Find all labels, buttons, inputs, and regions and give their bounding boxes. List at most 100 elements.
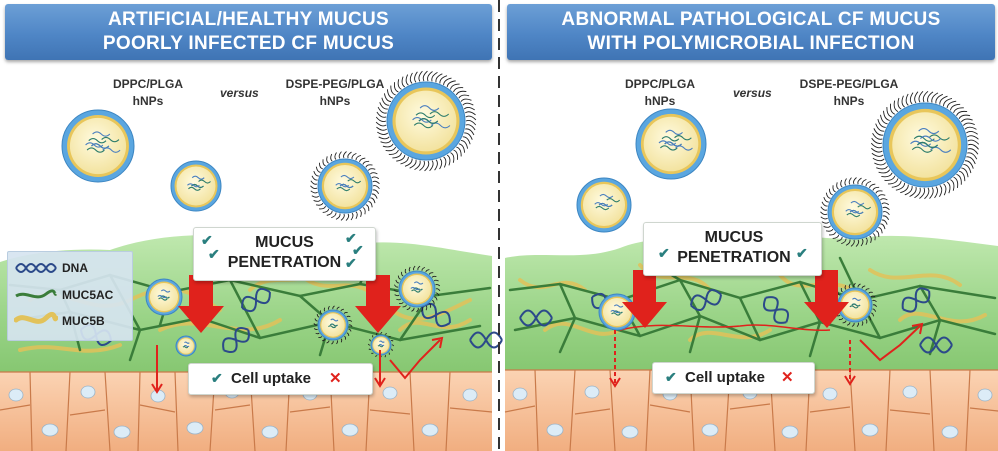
right-dspe-np-mucus	[832, 282, 878, 327]
left-dspe-np-mucus-2	[393, 265, 441, 313]
polymer-chain	[595, 205, 610, 211]
polymer-chain	[336, 186, 351, 192]
peg-chain	[310, 185, 318, 190]
peg-chain	[319, 205, 326, 210]
cross-icon: ✕	[781, 369, 794, 386]
peg-chain	[416, 307, 419, 313]
peg-chain	[408, 266, 411, 272]
right-penetration-callout: ✔ ✔ MUCUS PENETRATION	[643, 222, 822, 276]
check-icon: ✔	[658, 245, 670, 261]
peg-chain	[935, 93, 944, 104]
polymer-chain	[920, 135, 941, 142]
peg-chain	[439, 75, 448, 84]
peg-chain	[343, 151, 347, 159]
peg-chain	[406, 306, 411, 311]
peg-chain	[359, 209, 362, 217]
peg-chain	[460, 98, 472, 102]
peg-chain	[311, 195, 320, 198]
peg-chain	[379, 102, 388, 110]
peg-chain	[924, 187, 930, 200]
peg-chain	[422, 70, 428, 82]
peg-chain	[377, 131, 389, 135]
peg-chain	[465, 124, 476, 131]
peg-chain	[375, 354, 378, 357]
polymer-chain	[88, 137, 107, 144]
peg-chain	[431, 275, 437, 278]
peg-chain	[842, 320, 847, 324]
peg-chain	[443, 156, 447, 168]
peg-chain	[964, 160, 974, 169]
peg-chain	[877, 194, 886, 197]
peg-chain	[846, 322, 851, 326]
left-dspe-np-deep	[367, 331, 395, 359]
polymer-chain	[928, 134, 950, 141]
peg-chain	[856, 322, 859, 327]
peg-chain	[402, 304, 407, 308]
left-dppc-np-mucus	[145, 278, 183, 316]
right-dspe-np-large	[870, 90, 980, 200]
peg-chain	[326, 210, 333, 216]
peg-chain	[836, 182, 839, 190]
polymer-chain	[184, 341, 190, 344]
peg-chain	[464, 132, 473, 140]
peg-chain	[375, 121, 387, 127]
peg-chain	[865, 288, 870, 291]
peg-chain	[372, 335, 374, 338]
peg-chain	[362, 160, 370, 165]
peg-chain	[330, 153, 333, 162]
polymer-chain	[613, 304, 624, 308]
muc5b-fiber-icon	[14, 311, 58, 324]
peg-chain	[332, 305, 335, 310]
peg-chain	[365, 164, 373, 168]
polymer-chain	[846, 212, 861, 218]
peg-chain	[881, 202, 890, 206]
peg-chain	[958, 170, 966, 182]
peg-chain	[832, 185, 836, 193]
peg-chain	[432, 300, 435, 305]
peg-chain	[371, 352, 374, 354]
polymer-chain	[857, 205, 872, 210]
peg-chain	[372, 180, 380, 185]
left-dspe-np-large	[375, 70, 477, 172]
peg-chain	[385, 146, 397, 152]
peg-chain	[405, 74, 409, 86]
peg-chain	[456, 146, 462, 157]
peg-chain	[327, 305, 330, 310]
peg-chain	[326, 340, 330, 344]
right-dppc-label-line2: hNPs	[644, 94, 676, 108]
peg-chain	[943, 183, 947, 196]
peg-chain	[382, 143, 394, 148]
right-arrow-dppc	[622, 270, 667, 328]
right-dppc-label-line1: DPPC/PLGA	[624, 77, 695, 91]
polymer-chain	[598, 202, 613, 208]
peg-chain	[821, 201, 828, 207]
polymer-chain	[849, 209, 864, 215]
peg-chain	[331, 212, 337, 219]
legend-swatches	[14, 263, 58, 324]
check-icon: ✔	[201, 232, 213, 248]
peg-chain	[397, 79, 402, 90]
peg-chain	[958, 114, 971, 119]
right-title-banner: ABNORMAL PATHOLOGICAL CF MUCUS WITH POLY…	[507, 4, 995, 60]
peg-chain	[871, 147, 883, 153]
polymer-chain	[418, 118, 439, 124]
peg-chain	[350, 212, 354, 221]
right-versus: versus	[733, 86, 772, 100]
polymer-chain	[917, 141, 938, 149]
peg-chain	[372, 185, 380, 190]
polymer-chain	[850, 200, 865, 206]
peg-chain	[850, 239, 855, 247]
peg-chain	[934, 186, 938, 199]
peg-chain	[429, 303, 432, 308]
peg-chain	[820, 216, 828, 220]
peg-chain	[872, 133, 883, 140]
peg-chain	[919, 187, 926, 199]
check-icon: ✔	[211, 370, 223, 386]
peg-chain	[967, 139, 980, 145]
peg-chain	[384, 354, 386, 358]
peg-chain	[840, 179, 843, 188]
right-dspe-label-line2: hNPs	[833, 94, 865, 108]
peg-chain	[871, 152, 884, 157]
peg-chain	[922, 90, 929, 103]
peg-chain	[335, 213, 341, 220]
